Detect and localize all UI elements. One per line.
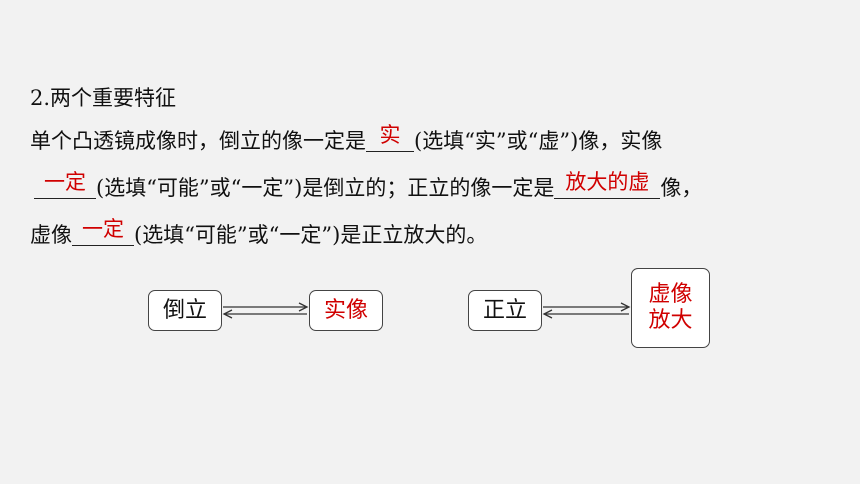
arrowhead-right-icon <box>298 302 309 312</box>
answer-blank-4: 一定 <box>72 217 134 246</box>
inverted-box: 倒立 <box>148 290 222 331</box>
upright-label: 正立 <box>482 297 527 323</box>
answer-text: 实 <box>379 123 401 147</box>
text-segment: 单个凸透镜成像时，倒立的像一定是 <box>30 129 366 153</box>
virtual-label: 虚像 <box>648 282 693 307</box>
fill-in-paragraph: 单个凸透镜成像时，倒立的像一定是实 (选填“实”或“虚”)像，实像 一定 (选填“可… <box>30 118 845 259</box>
text-segment: (选填“实”或“虚”)像，实像 <box>414 129 663 153</box>
magnified-label: 放大 <box>648 308 693 333</box>
text-segment: (选填“可能”或“一定”)是正立放大的。 <box>134 223 488 247</box>
paragraph-line-3: 虚像一定 (选填“可能”或“一定”)是正立放大的。 <box>30 212 845 259</box>
answer-text: 放大的虚 <box>565 170 650 194</box>
virtual-magnified-box: 虚像 放大 <box>631 268 710 348</box>
arrowhead-right-icon <box>620 302 631 312</box>
arrowhead-left-icon <box>222 309 233 319</box>
answer-text: 一定 <box>44 170 86 194</box>
real-image-box: 实像 <box>309 290 383 331</box>
real-image-label: 实像 <box>323 297 368 323</box>
text-segment: (选填“可能”或“一定”)是倒立的；正立的像一定是 <box>96 176 555 200</box>
paragraph-line-2: 一定 (选填“可能”或“一定”)是倒立的；正立的像一定是放大的虚像， <box>30 165 845 212</box>
answer-blank-2: 一定 <box>34 170 96 199</box>
answer-blank-1: 实 <box>366 123 414 152</box>
arrowhead-left-icon <box>542 309 553 319</box>
paragraph-line-1: 单个凸透镜成像时，倒立的像一定是实 (选填“实”或“虚”)像，实像 <box>30 118 845 165</box>
inverted-label: 倒立 <box>162 297 207 323</box>
text-segment: 虚像 <box>30 223 72 247</box>
answer-blank-3: 放大的虚 <box>554 170 661 199</box>
answer-text: 一定 <box>82 217 124 241</box>
upright-box: 正立 <box>468 290 542 331</box>
section-heading: 2.两个重要特征 <box>30 86 177 110</box>
text-segment: 像， <box>660 176 703 200</box>
